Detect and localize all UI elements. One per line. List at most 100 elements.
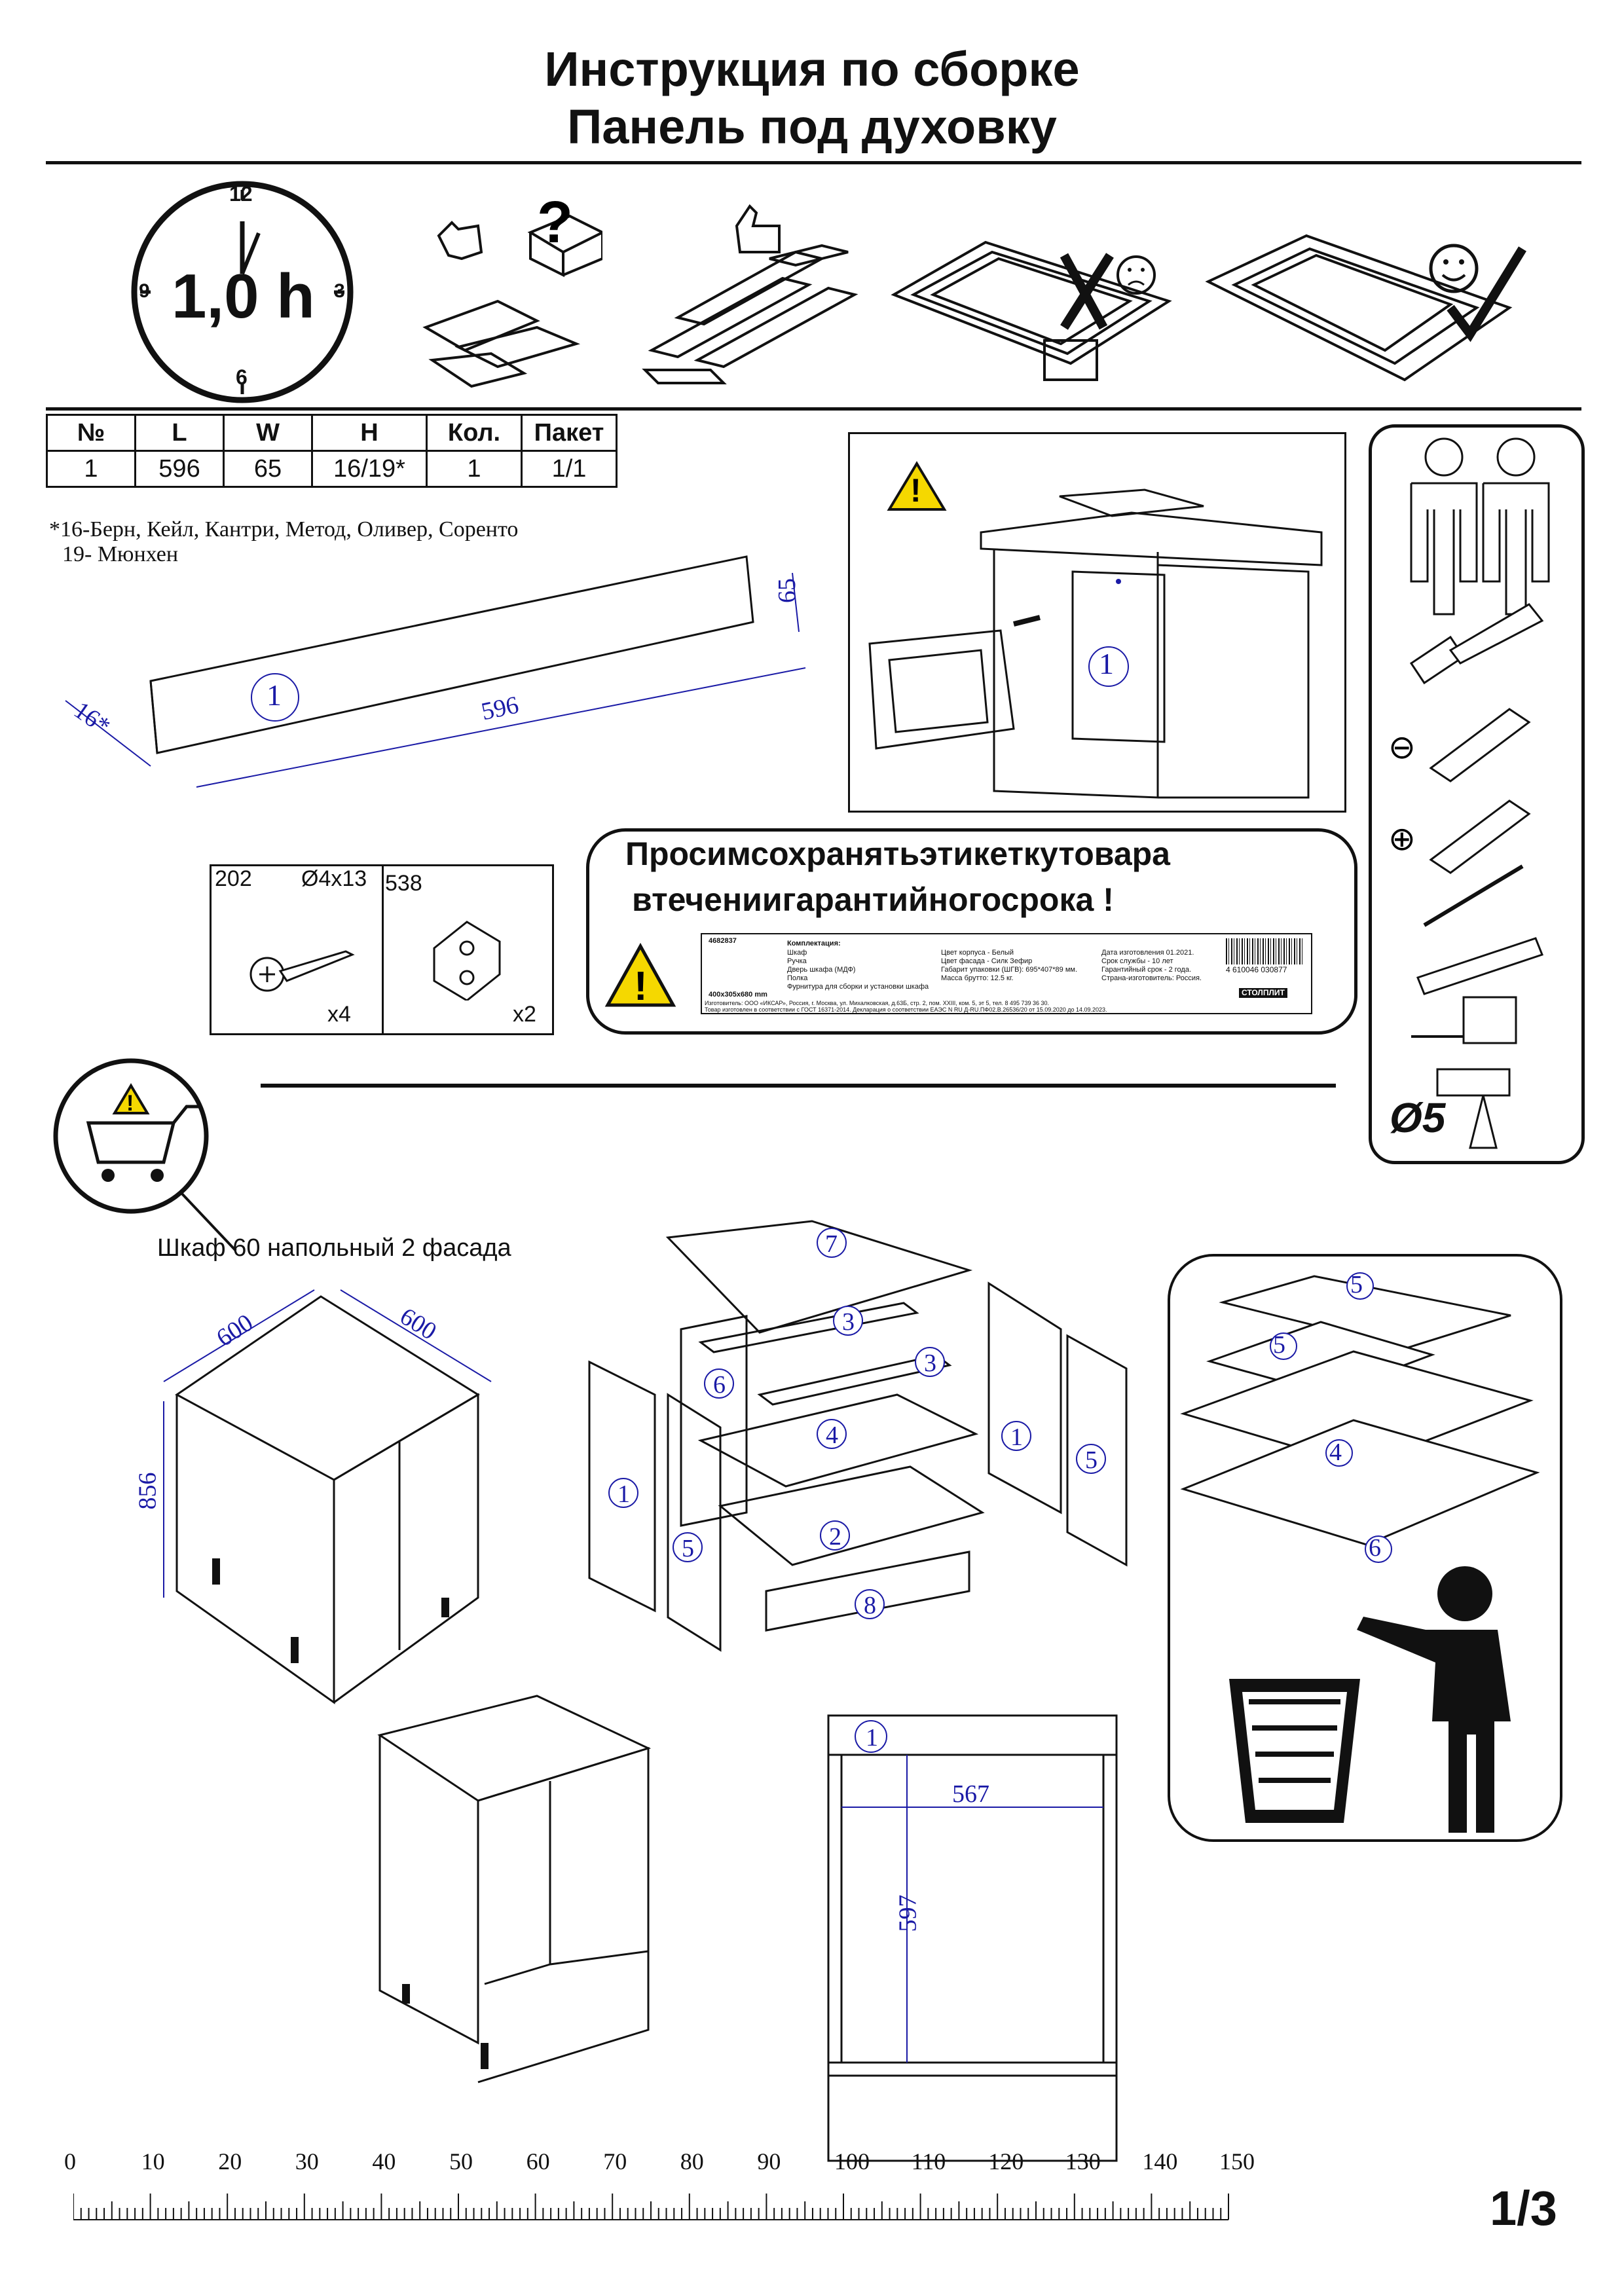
assembly-time: 1,0 h xyxy=(172,261,315,331)
label-item: Фурнитура для сборки и установки шкафа xyxy=(787,983,929,991)
ruler-label: 100 xyxy=(834,2148,870,2175)
drill-icon xyxy=(1436,1068,1511,1149)
label-footer-1: Изготовитель: ООО «ИКСАР», Россия, г. Мо… xyxy=(705,1000,1050,1006)
cell-number: 1 xyxy=(46,450,136,488)
title-line-1: Инструкция по сборке xyxy=(544,42,1080,96)
ruler-label: 90 xyxy=(757,2148,781,2175)
label-date: Дата изготовления 01.2021. xyxy=(1101,949,1194,957)
product-label: 4682837 Комплектация: Шкаф Ручка Дверь ш… xyxy=(701,933,1312,1014)
label-notice-line-2: втечениигарантийногосрока ! xyxy=(632,881,1114,918)
brand-logo: СТОЛПЛИТ xyxy=(1239,988,1287,998)
svg-text:⊕: ⊕ xyxy=(1388,820,1416,857)
parts-spec-table: № L W H Кол. Пакет 1 596 65 16/19* 1 1/1 xyxy=(46,414,618,488)
panel-height-dim: 65 xyxy=(773,578,801,603)
exploded-part-4: 4 xyxy=(826,1422,838,1449)
exploded-part-6: 6 xyxy=(713,1371,726,1399)
exploded-part-3b: 3 xyxy=(924,1349,936,1377)
ruler-label: 150 xyxy=(1219,2148,1255,2175)
ruler-label: 130 xyxy=(1065,2148,1101,2175)
table-row: 1 596 65 16/19* 1 1/1 xyxy=(46,450,618,488)
label-spec: Масса брутто: 12.5 кг. xyxy=(941,974,1014,982)
recycle-panel xyxy=(1168,1254,1562,1842)
label-spec: Габарит упаковки (ШГВ): 695*407*89 мм. xyxy=(941,966,1078,974)
clock-3: 3 xyxy=(334,280,345,302)
label-items: Шкаф Ручка Дверь шкафа (МДФ) Полка Фурни… xyxy=(787,949,977,991)
label-notice-line-1: Просимсохранятьэтикеткутовара xyxy=(625,835,1170,872)
svg-text:!: ! xyxy=(126,1091,134,1116)
ruler-label: 120 xyxy=(988,2148,1024,2175)
corner-qty: x2 xyxy=(513,1002,536,1027)
recycle-part-5b: 5 xyxy=(1273,1331,1285,1359)
ruler-label: 70 xyxy=(603,2148,627,2175)
footnote-line-2: 19- Мюнхен xyxy=(62,542,179,566)
label-specs: Цвет корпуса - Белый Цвет фасада - Силк … xyxy=(941,949,1077,983)
recycle-drawing xyxy=(1180,1272,1540,1833)
recycle-part-5a: 5 xyxy=(1350,1271,1363,1298)
label-spec: Цвет фасада - Силк Зефир xyxy=(941,957,1033,965)
opening-width-dim: 567 xyxy=(952,1780,989,1808)
screw-icon xyxy=(249,950,355,992)
recycle-part-4: 4 xyxy=(1329,1439,1342,1466)
cabinet-name: Шкаф 60 напольный 2 фасада xyxy=(157,1234,511,1262)
svg-text:!: ! xyxy=(910,472,921,509)
cell-length: 596 xyxy=(134,450,225,488)
pencil-level-icon xyxy=(1416,864,1543,995)
exploded-part-7: 7 xyxy=(825,1230,838,1258)
warning-icon: ! xyxy=(604,942,676,1009)
col-quantity: Кол. xyxy=(426,414,523,452)
hammer-icon xyxy=(1409,603,1544,685)
exploded-part-1b: 1 xyxy=(618,1480,630,1508)
panel-part-number: 1 xyxy=(267,678,282,712)
clock-9: 9 xyxy=(139,280,150,302)
ruler-label: 60 xyxy=(526,2148,550,2175)
wrong-unpacking-icon: ? xyxy=(422,196,602,388)
cell-package: 1/1 xyxy=(521,450,618,488)
label-item: Шкаф xyxy=(787,949,807,957)
col-width: W xyxy=(223,414,313,452)
ruler-label: 40 xyxy=(372,2148,396,2175)
cabinet-height-dim: 856 xyxy=(134,1472,162,1510)
clock-icon xyxy=(131,181,354,403)
label-notice-box xyxy=(586,828,1357,1035)
open-cabinet-drawing xyxy=(377,1695,652,2084)
exploded-part-5b: 5 xyxy=(682,1535,694,1562)
label-spec: Цвет корпуса - Белый xyxy=(941,949,1014,957)
label-date: Гарантийный срок - 2 года. xyxy=(1101,966,1192,974)
label-footer-2: Товар изготовлен в соответствии с ГОСТ 1… xyxy=(705,1006,1107,1013)
middle-divider xyxy=(261,1084,1336,1088)
ruler-ticks xyxy=(73,2194,1229,2220)
ruler-label: 20 xyxy=(218,2148,242,2175)
drill-bit-size: Ø5 xyxy=(1390,1094,1446,1141)
cell-height: 16/19* xyxy=(311,450,428,488)
exploded-part-1a: 1 xyxy=(1010,1423,1023,1451)
screw-qty: x4 xyxy=(327,1002,351,1027)
label-date: Страна-изготовитель: Россия. xyxy=(1101,974,1202,982)
clock-6: 6 xyxy=(236,365,248,389)
col-number: № xyxy=(46,414,136,452)
cell-quantity: 1 xyxy=(426,450,523,488)
opening-part-number: 1 xyxy=(866,1724,878,1752)
ruler-label: 80 xyxy=(680,2148,704,2175)
panel-drawing xyxy=(65,555,806,788)
svg-text:⊖: ⊖ xyxy=(1388,729,1416,765)
exploded-view-drawing xyxy=(588,1220,1128,1652)
clock-12: 12 xyxy=(229,182,253,206)
corner-bracket-icon xyxy=(433,921,501,1001)
ruler-label: 140 xyxy=(1142,2148,1178,2175)
person-icon xyxy=(1357,1566,1511,1833)
tape-measure-icon xyxy=(1411,996,1517,1044)
col-length: L xyxy=(134,414,225,452)
label-barcode: 4 610046 030877 xyxy=(1226,965,1287,974)
waste-basket-icon xyxy=(1229,1679,1360,1823)
exploded-part-8: 8 xyxy=(864,1592,876,1619)
col-package: Пакет xyxy=(521,414,618,452)
header-bottom-divider xyxy=(46,407,1581,411)
install-scene-frame: ! xyxy=(848,432,1346,813)
ruler-label: 30 xyxy=(295,2148,319,2175)
footnote-line-1: *16-Берн, Кейл, Кантри, Метод, Оливер, С… xyxy=(49,517,519,542)
recycle-part-6: 6 xyxy=(1369,1534,1381,1562)
barcode-icon xyxy=(1226,938,1304,964)
title-line-2: Панель под духовку xyxy=(567,100,1057,154)
label-size: 400x305x680 mm xyxy=(709,991,767,999)
